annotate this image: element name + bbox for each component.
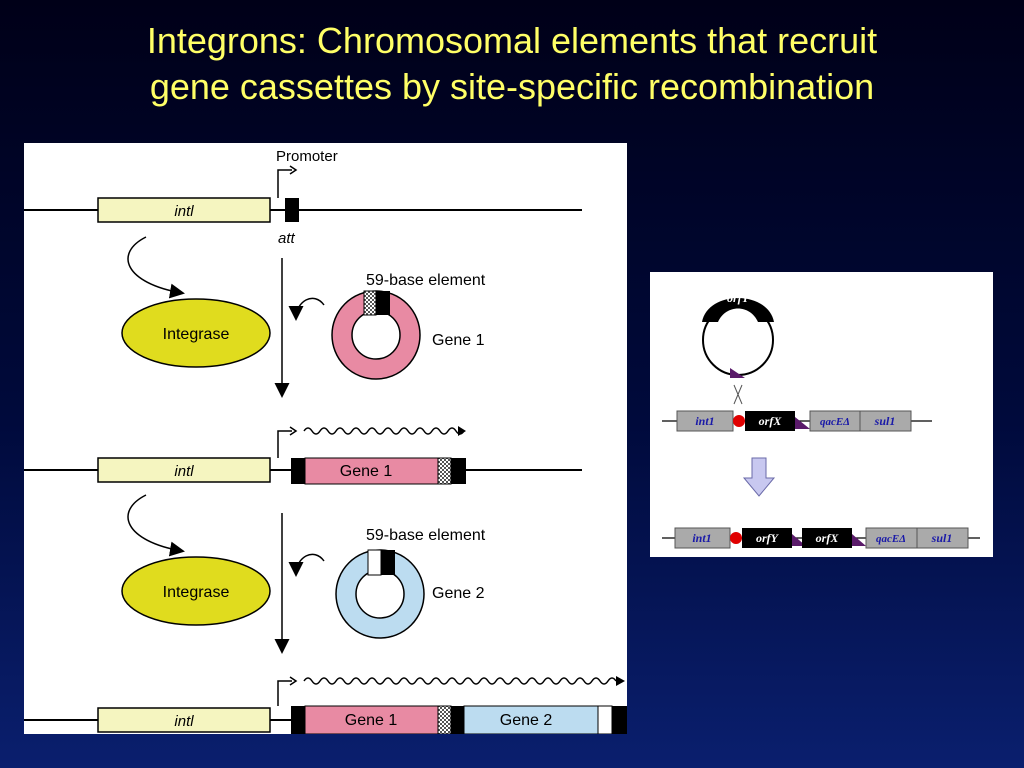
intl-label-2: intl — [174, 463, 194, 480]
title-line-2: gene cassettes by site-specific recombin… — [149, 66, 875, 107]
qacE-label-after: qacEΔ — [876, 533, 906, 545]
title-line-1: Integrons: Chromosomal elements that rec… — [146, 20, 878, 61]
gene1-final-box — [304, 705, 439, 734]
orfX-label-before: orfX — [759, 414, 783, 428]
stage-2: intl Gene 1 Integrase 59-base element Ge… — [24, 426, 582, 654]
orfY-label-after: orfY — [756, 531, 780, 545]
att-label: att — [278, 230, 296, 247]
orfX-box-before — [745, 411, 795, 431]
orfY-box-after — [742, 528, 792, 548]
integrase-label-1: Integrase — [163, 326, 230, 343]
curved-arrow-1 — [127, 236, 185, 299]
att-site-box — [285, 198, 299, 222]
element-label-2: 59-base element — [366, 527, 486, 544]
gene1-label-ring: Gene 1 — [432, 332, 485, 349]
intl-label-1: intl — [174, 203, 194, 220]
gene2-ring-inner — [355, 569, 405, 619]
sul1-label-after: sul1 — [931, 531, 953, 545]
stage-3: intl Gene 1 Gene 2 — [24, 676, 627, 734]
intl-box-2 — [97, 457, 271, 483]
integron-diagram-panel: intl Promoter att Integrase 59-base elem… — [24, 143, 627, 734]
attC-triangle-before — [795, 417, 810, 429]
gene2-white-final — [597, 705, 613, 734]
transcript-arrowhead-1 — [458, 426, 466, 436]
promoter-arrowhead-2 — [289, 426, 298, 436]
promoter-arrowhead-3 — [289, 676, 298, 686]
gene1-black-block — [376, 291, 390, 315]
transcript-arrowhead-2 — [616, 676, 625, 686]
promoter-label: Promoter — [276, 148, 338, 165]
att-block-2 — [291, 458, 305, 484]
attI-dot-after — [730, 532, 742, 544]
intl-label-3: intl — [174, 713, 194, 730]
gene1-ring-inner — [351, 310, 401, 360]
gene1-checker-final — [437, 705, 452, 734]
down-block-arrow — [742, 457, 776, 497]
gene2-black-final — [612, 706, 627, 734]
sul1-box-before — [859, 410, 912, 432]
recombination-arrow-2 — [288, 553, 325, 577]
att-block-3 — [291, 706, 305, 734]
curved-arrow-2 — [127, 494, 185, 557]
cassette-insertion-diagram: orfY int1 orfX qacEΔ sul1 int1 — [662, 291, 980, 549]
intl-box-3 — [97, 707, 271, 733]
gene2-label-ring: Gene 2 — [432, 585, 485, 602]
orfY-label-circle: orfY — [727, 291, 751, 305]
promoter-arrowhead-1 — [289, 165, 298, 175]
integrase-ellipse-2 — [121, 556, 271, 626]
cassette-insertion-panel: orfY int1 orfX qacEΔ sul1 int1 — [650, 272, 993, 557]
orfX-box-after — [802, 528, 852, 548]
sul1-box-after — [916, 527, 969, 549]
gene2-white-block — [367, 549, 382, 576]
crossover-line-2 — [733, 384, 743, 405]
gene1-checker-inserted — [437, 457, 452, 485]
integron-after: int1 orfY orfX qacEΔ sul1 — [662, 527, 980, 549]
attC-triangle-circle — [730, 368, 745, 378]
gene2-final-box — [463, 705, 599, 734]
integrase-label-2: Integrase — [163, 584, 230, 601]
attI-dot-before — [733, 415, 745, 427]
element-label-1: 59-base element — [366, 272, 486, 289]
circular-cassette: orfY — [702, 291, 774, 405]
int1-label-after: int1 — [692, 531, 711, 545]
gene1-label-inserted: Gene 1 — [340, 463, 393, 480]
transcript-wave-2 — [303, 677, 617, 685]
promoter-arrow-2 — [277, 430, 292, 458]
integron-diagram: intl Promoter att Integrase 59-base elem… — [24, 148, 627, 734]
recombination-arrow-1 — [288, 297, 325, 321]
orfX-label-after: orfX — [816, 531, 840, 545]
gene1-black-inserted — [451, 458, 466, 484]
stage-1: intl Promoter att Integrase 59-base elem… — [24, 148, 582, 398]
transcript-wave-1 — [303, 427, 465, 435]
promoter-arrow-1 — [277, 169, 292, 198]
orfY-arc — [702, 298, 774, 322]
qacE-label-before: qacEΔ — [820, 416, 850, 428]
gene2-black-block — [381, 550, 395, 575]
gene2-label-final: Gene 2 — [500, 712, 553, 729]
int1-label-before: int1 — [695, 414, 714, 428]
promoter-arrow-3 — [277, 680, 292, 706]
gene1-black-final — [451, 706, 464, 734]
integron-before: int1 orfX qacEΔ sul1 — [662, 410, 932, 432]
intl-box-1 — [97, 197, 271, 223]
gene1-label-final: Gene 1 — [345, 712, 398, 729]
slide-title: Integrons: Chromosomal elements that rec… — [0, 18, 1024, 110]
integrase-ellipse-1 — [121, 298, 271, 368]
sul1-label-before: sul1 — [874, 414, 896, 428]
attC-triangle-after-2 — [852, 534, 866, 546]
gene1-checker-block — [363, 290, 377, 316]
